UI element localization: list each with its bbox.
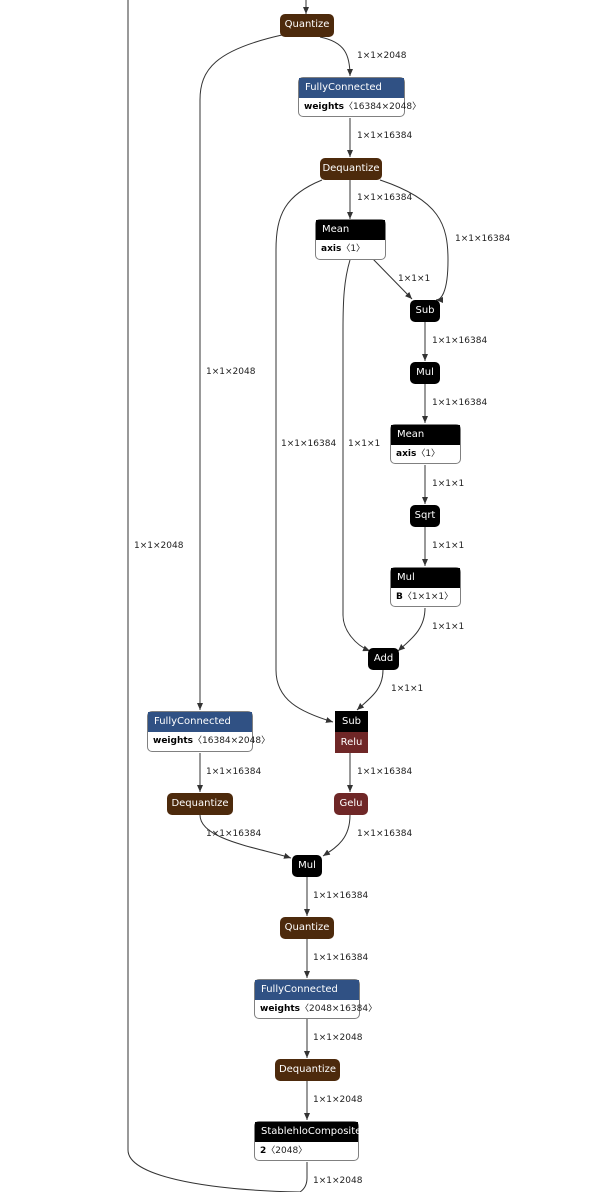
edge-label: 1×1×2048 xyxy=(357,51,407,61)
sqrt-label: Sqrt xyxy=(414,510,436,521)
edge-label: 1×1×16384 xyxy=(432,336,488,346)
add-node[interactable]: Add xyxy=(368,648,399,670)
mul-node-2[interactable]: Mul B〈1×1×1〉 xyxy=(390,567,461,607)
edge-label: 1×1×2048 xyxy=(313,1033,363,1043)
sub-relu-node[interactable]: Sub Relu xyxy=(335,711,368,753)
edge-dequant-sub1 xyxy=(379,179,449,303)
sub-1-label: Sub xyxy=(415,305,435,316)
fully-connected-node-2[interactable]: FullyConnected weights〈16384×2048〉 xyxy=(147,711,271,752)
edge-label: 1×1×16384 xyxy=(357,829,413,839)
fully-connected-node-3[interactable]: FullyConnected weights〈2048×16384〉 xyxy=(254,979,378,1019)
edge-label: 1×1×16384 xyxy=(206,829,262,839)
dequantize-node-2[interactable]: Dequantize xyxy=(167,793,233,815)
fully-connected-3-title: FullyConnected xyxy=(255,980,359,1000)
quantize-node-top[interactable]: Quantize xyxy=(280,14,334,37)
dequantize-3-label: Dequantize xyxy=(278,1064,337,1075)
fully-connected-3-attr: weights〈2048×16384〉 xyxy=(260,1004,378,1014)
edge-label: 1×1×16384 xyxy=(357,193,413,203)
sqrt-node[interactable]: Sqrt xyxy=(410,505,440,527)
mul-2-attr: B〈1×1×1〉 xyxy=(396,592,454,602)
edge-label: 1×1×1 xyxy=(432,622,465,632)
edge-label: 1×1×16384 xyxy=(357,131,413,141)
mul-1-label: Mul xyxy=(416,367,434,378)
quantize-top-label: Quantize xyxy=(284,19,330,30)
edge-label: 1×1×16384 xyxy=(313,953,369,963)
mean-1-attr: axis〈1〉 xyxy=(321,244,366,254)
edge-label: 1×1×2048 xyxy=(313,1095,363,1105)
mean-node-2[interactable]: Mean axis〈1〉 xyxy=(390,424,461,464)
edge-quantize-fc2 xyxy=(197,34,283,710)
edge-label: 1×1×16384 xyxy=(281,439,337,449)
fully-connected-2-attr: weights〈16384×2048〉 xyxy=(153,736,271,746)
dequantize-node-1[interactable]: Dequantize xyxy=(320,158,382,180)
fully-connected-2-title: FullyConnected xyxy=(148,712,252,732)
edge-label: 1×1×16384 xyxy=(357,767,413,777)
edge-label: 1×1×2048 xyxy=(206,367,256,377)
mean-2-attr: axis〈1〉 xyxy=(396,449,441,459)
edge-mean-add xyxy=(342,259,371,652)
edge-dequant2-mul3 xyxy=(199,814,292,859)
mul-node-3[interactable]: Mul xyxy=(292,855,322,877)
add-label: Add xyxy=(373,653,394,664)
dequantize-node-3[interactable]: Dequantize xyxy=(275,1059,340,1081)
edge-quantize-fc1 xyxy=(319,36,353,77)
edge-label: 1×1×16384 xyxy=(313,891,369,901)
edge-dequant-sub2 xyxy=(275,179,334,723)
fully-connected-node-1[interactable]: FullyConnected weights〈16384×2048〉 xyxy=(298,77,422,117)
dequantize-1-label: Dequantize xyxy=(322,163,380,174)
edge-mean-sub1 xyxy=(371,257,413,300)
edge-label: 1×1×1 xyxy=(432,479,465,489)
quantize-node-bottom[interactable]: Quantize xyxy=(280,917,334,939)
mul-node-1[interactable]: Mul xyxy=(410,362,440,384)
sub-node-1[interactable]: Sub xyxy=(410,300,440,322)
edge-label: 1×1×16384 xyxy=(206,767,262,777)
quantize-bottom-label: Quantize xyxy=(284,922,330,933)
edge-label: 1×1×2048 xyxy=(313,1176,363,1186)
stablehlo-composite-attr: 2〈2048〉 xyxy=(260,1146,308,1156)
dequantize-2-label: Dequantize xyxy=(171,798,229,809)
edge-outer-left xyxy=(127,0,301,1192)
edge-label: 1×1×2048 xyxy=(134,541,184,551)
edge-gelu-mul3 xyxy=(322,814,351,857)
edge-label: 1×1×1 xyxy=(398,274,431,284)
mean-node-1[interactable]: Mean axis〈1〉 xyxy=(315,219,386,260)
fully-connected-1-attr: weights〈16384×2048〉 xyxy=(304,102,422,112)
stablehlo-composite-title: StablehloComposite xyxy=(255,1122,361,1142)
mean-1-title: Mean xyxy=(316,220,385,240)
sub-2-label: Sub xyxy=(335,711,368,732)
edge-stablehlo-out xyxy=(299,1162,308,1192)
relu-label: Relu xyxy=(335,732,368,753)
edge-label: 1×1×16384 xyxy=(432,398,488,408)
stablehlo-composite-node[interactable]: StablehloComposite 2〈2048〉 xyxy=(254,1121,361,1161)
edge-label: 1×1×16384 xyxy=(455,234,511,244)
edge-label: 1×1×1 xyxy=(432,541,465,551)
gelu-node[interactable]: Gelu xyxy=(334,793,368,815)
gelu-label: Gelu xyxy=(339,798,363,809)
mul-2-title: Mul xyxy=(391,568,460,588)
edge-label: 1×1×1 xyxy=(391,684,424,694)
edge-mul2-add xyxy=(397,607,426,652)
fully-connected-1-title: FullyConnected xyxy=(299,78,404,98)
edge-label: 1×1×1 xyxy=(348,439,381,449)
edge-add-sub2 xyxy=(356,669,384,711)
mul-3-label: Mul xyxy=(298,860,316,871)
mean-2-title: Mean xyxy=(391,425,460,445)
